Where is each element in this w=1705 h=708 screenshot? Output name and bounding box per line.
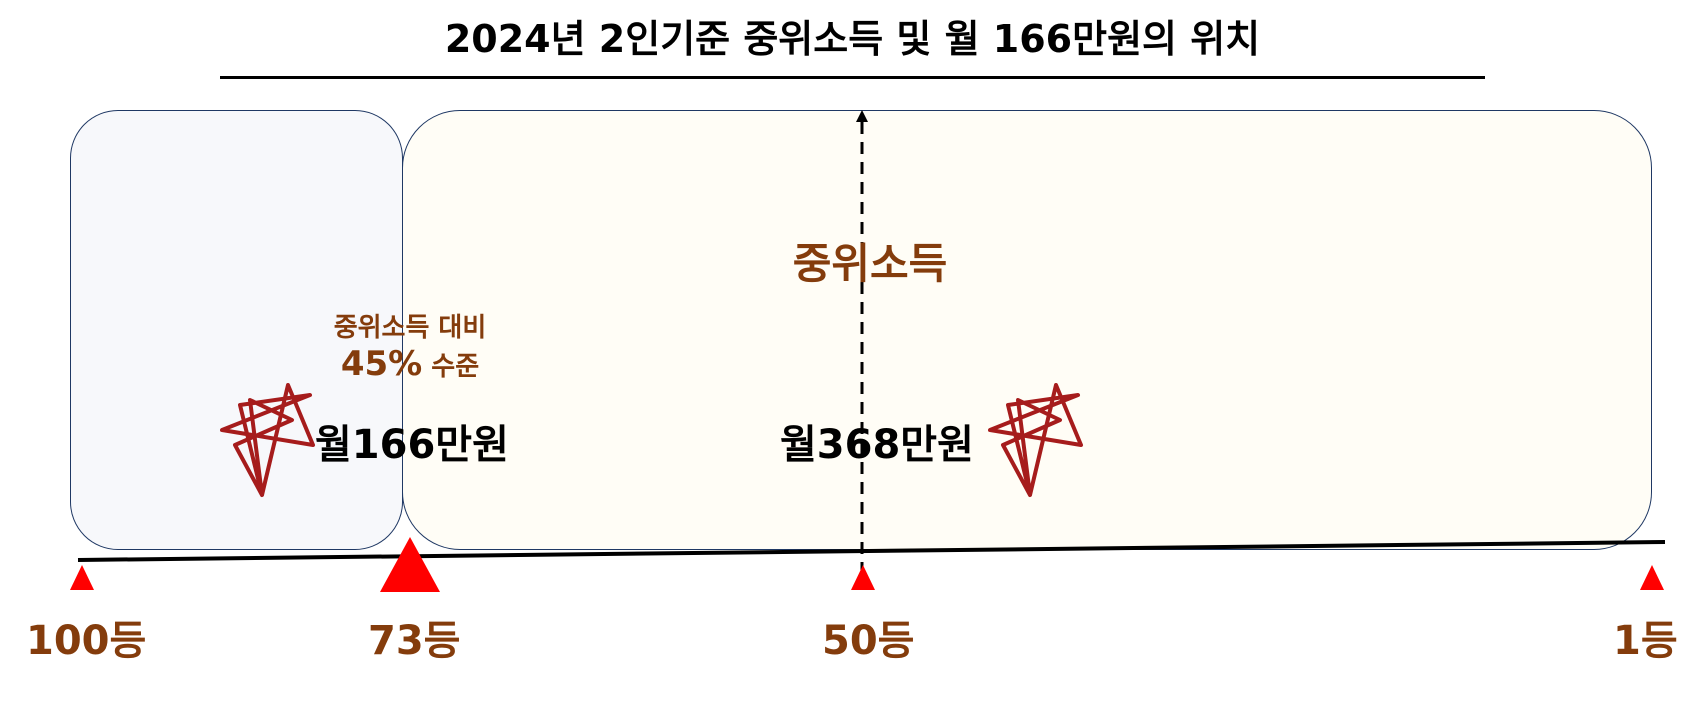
rank-label-73: 73등 (368, 618, 461, 664)
marker-100 (70, 565, 94, 590)
rank-label-50: 50등 (822, 618, 915, 664)
amount-median: 월368만원 (780, 422, 974, 468)
amount-low: 월166만원 (315, 422, 509, 468)
median-income-label: 중위소득 (792, 239, 948, 288)
star-icon-median (988, 383, 1083, 497)
rank-axis-line (77, 540, 1666, 562)
rank-label-100: 100등 (26, 618, 147, 664)
star-icon-low (220, 383, 315, 497)
ratio-line2: 45% 수준 (290, 346, 530, 385)
ratio-label: 중위소득 대비 45% 수준 (290, 310, 530, 385)
rank-label-1: 1등 (1613, 618, 1678, 664)
median-arrow-head (856, 110, 868, 122)
ratio-suffix: 수준 (422, 352, 480, 382)
title-underline (220, 76, 1485, 79)
ratio-line1: 중위소득 대비 (333, 313, 487, 343)
marker-50 (851, 565, 875, 590)
below-median-region (70, 110, 403, 550)
diagram-title: 2024년 2인기준 중위소득 및 월 166만원의 위치 (444, 17, 1261, 61)
marker-1 (1640, 565, 1664, 590)
marker-73 (380, 537, 440, 592)
ratio-percent: 45% (340, 344, 423, 384)
